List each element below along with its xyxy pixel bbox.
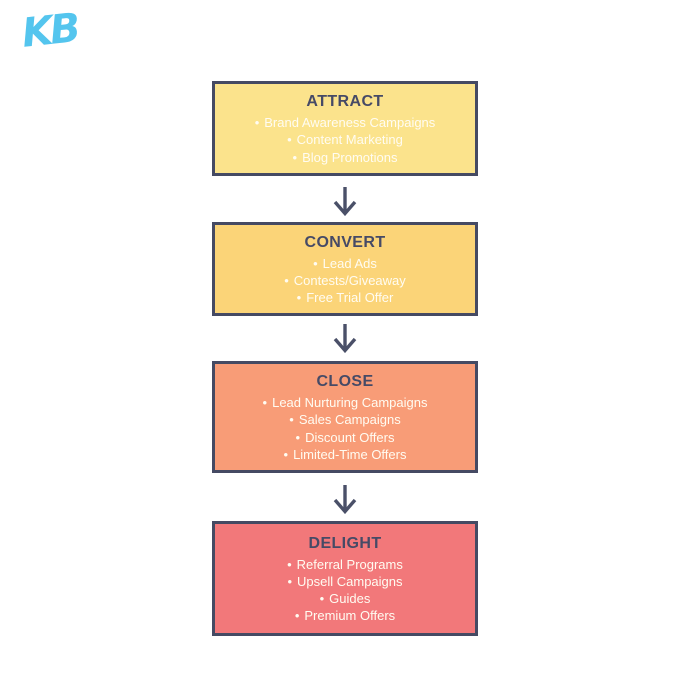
stage-delight: DELIGHT •Referral Programs •Upsell Campa… — [212, 521, 478, 636]
list-item: •Lead Ads — [284, 255, 406, 272]
bullet-icon: • — [287, 573, 293, 589]
list-item: •Brand Awareness Campaigns — [255, 114, 436, 131]
brand-logo: KB — [19, 5, 80, 57]
bullet-icon: • — [289, 412, 294, 428]
list-item-text: Lead Ads — [322, 255, 377, 271]
bullet-icon: • — [292, 149, 298, 165]
bullet-icon: • — [284, 272, 289, 288]
list-item-text: Guides — [329, 591, 371, 606]
list-item: •Free Trial Offer — [284, 289, 406, 306]
list-item-text: Content Marketing — [296, 132, 403, 148]
stage-delight-title: DELIGHT — [308, 534, 382, 552]
down-arrow-icon — [331, 484, 359, 514]
stage-convert-items: •Lead Ads •Contests/Giveaway •Free Trial… — [284, 255, 406, 307]
bullet-icon: • — [296, 290, 302, 306]
bullet-icon: • — [295, 429, 301, 445]
bullet-icon: • — [319, 591, 325, 606]
list-item-text: Blog Promotions — [302, 149, 398, 165]
down-arrow-icon — [331, 323, 359, 353]
bullet-icon: • — [287, 556, 292, 572]
stage-attract-items: •Brand Awareness Campaigns •Content Mark… — [255, 114, 436, 166]
list-item: •Discount Offers — [263, 429, 428, 446]
list-item: •Sales Campaigns — [263, 411, 428, 428]
list-item-text: Sales Campaigns — [298, 412, 401, 428]
list-item-text: Referral Programs — [296, 556, 403, 572]
stage-convert: CONVERT •Lead Ads •Contests/Giveaway •Fr… — [212, 222, 478, 316]
list-item: •Content Marketing — [255, 131, 436, 148]
bullet-icon: • — [287, 132, 292, 148]
list-item: •Premium Offers — [287, 607, 403, 624]
list-item-text: Discount Offers — [305, 429, 395, 445]
list-item: •Limited-Time Offers — [263, 446, 428, 463]
list-item-text: Free Trial Offer — [306, 290, 394, 306]
stage-attract: ATTRACT •Brand Awareness Campaigns •Cont… — [212, 81, 478, 176]
list-item-text: Lead Nurturing Campaigns — [272, 395, 428, 411]
list-item-text: Limited-Time Offers — [293, 446, 407, 462]
list-item-text: Brand Awareness Campaigns — [264, 115, 436, 131]
stage-convert-title: CONVERT — [304, 233, 386, 251]
stage-close-items: •Lead Nurturing Campaigns •Sales Campaig… — [263, 394, 428, 463]
bullet-icon: • — [254, 115, 260, 131]
bullet-icon: • — [283, 446, 289, 462]
bullet-icon: • — [262, 395, 268, 411]
list-item: •Lead Nurturing Campaigns — [263, 394, 428, 411]
list-item: • Guides — [287, 590, 403, 607]
list-item: •Referral Programs — [287, 556, 403, 573]
stage-close-title: CLOSE — [316, 373, 374, 391]
bullet-icon: • — [294, 608, 300, 624]
stage-close: CLOSE •Lead Nurturing Campaigns •Sales C… — [212, 361, 478, 473]
bullet-icon: • — [313, 255, 318, 271]
list-item-text: Contests/Giveaway — [293, 272, 406, 288]
down-arrow-icon — [331, 186, 359, 216]
stage-attract-title: ATTRACT — [306, 93, 384, 111]
list-item: •Upsell Campaigns — [287, 573, 403, 590]
stage-delight-items: •Referral Programs •Upsell Campaigns •Gu… — [287, 556, 403, 625]
list-item: •Blog Promotions — [255, 149, 436, 166]
list-item: •Contests/Giveaway — [284, 272, 406, 289]
list-item-text: Premium Offers — [304, 608, 396, 624]
list-item-text: Upsell Campaigns — [297, 573, 403, 589]
